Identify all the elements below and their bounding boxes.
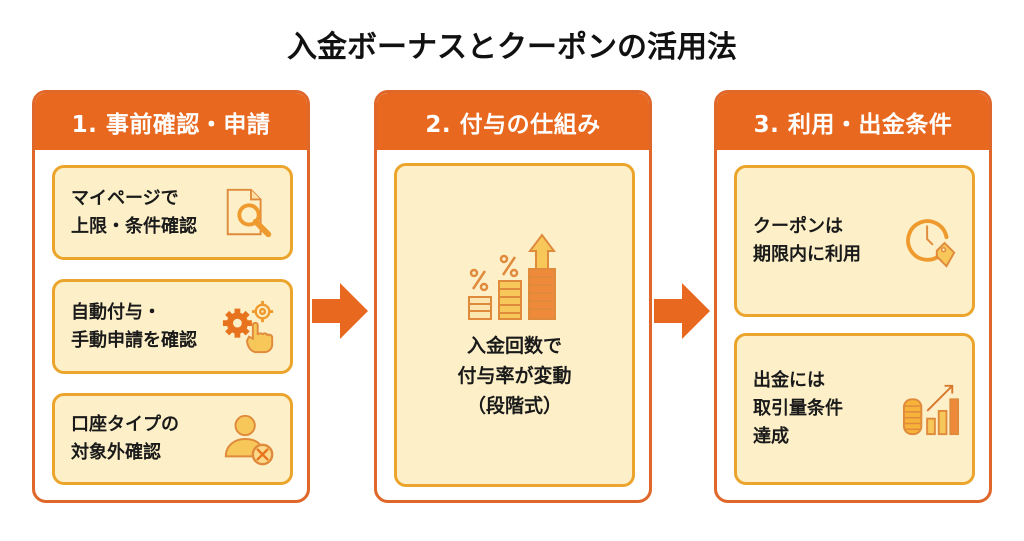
step-3-card-coupon-expiry: クーポンは 期限内に利用 [734,165,975,317]
step-1-panel: 1. 事前確認・申請 マイページで 上限・条件確認 自動付与・ 手動申請を確認 [32,90,310,503]
card-text: 自動付与・ 手動申請を確認 [71,301,197,351]
coins-chart-icon [902,384,960,436]
arrow-right-icon [654,283,710,339]
user-excluded-icon [224,414,274,466]
card-text: クーポンは 期限内に利用 [753,216,861,265]
step-1-header: 1. 事前確認・申請 [35,93,307,150]
document-search-icon [226,188,272,237]
gears-hand-icon [222,300,274,353]
step-2-header: 2. 付与の仕組み [377,93,649,150]
card-text: 出金には 取引量条件 達成 [753,370,843,447]
step-3-panel: 3. 利用・出金条件 クーポンは 期限内に利用 出金には 取引量条件 達成 [714,90,992,503]
card-text: マイページで 上限・条件確認 [71,187,197,237]
percent-growth-icon [467,233,556,320]
clock-tag-icon [906,219,956,268]
step-3-card-withdrawal-volume: 出金には 取引量条件 達成 [734,333,975,485]
step-3-header: 3. 利用・出金条件 [717,93,989,150]
card-text: 口座タイプの 対象外確認 [71,414,179,463]
step-2-card-tiered-rate: 入金回数で 付与率が変動 （段階式） [394,163,635,487]
step-2-panel: 2. 付与の仕組み 入金回数で 付与率が変動 （段階式） [374,90,652,503]
step-1-card-mypage: マイページで 上限・条件確認 [52,165,293,260]
card-text: 入金回数で 付与率が変動 （段階式） [457,335,572,417]
arrow-right-icon [312,283,368,339]
page-title: 入金ボーナスとクーポンの活用法 [287,30,737,65]
step-1-card-account-type: 口座タイプの 対象外確認 [52,393,293,485]
step-1-card-auto-manual: 自動付与・ 手動申請を確認 [52,279,293,374]
